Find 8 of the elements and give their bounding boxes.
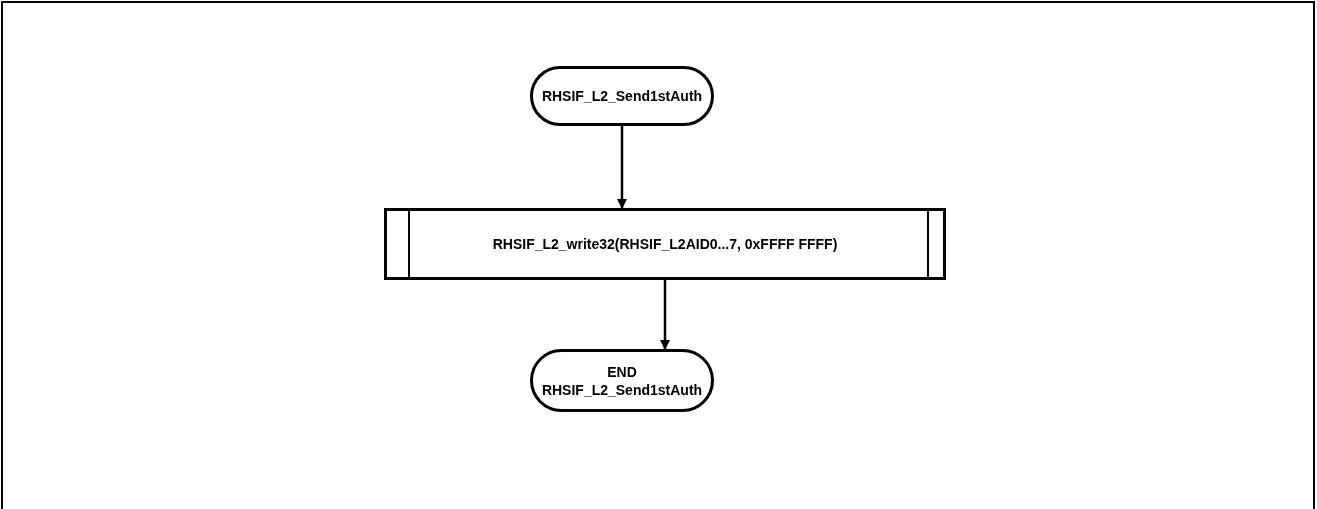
node-label: END [607,362,637,381]
node-label: RHSIF_L2_write32(RHSIF_L2AID0...7, 0xFFFF FFFF) [492,235,838,253]
terminal-node [530,66,714,126]
node-label: RHSIF_L2_Send1stAuth [541,380,703,399]
node-label: RHSIF_L2_Send1stAuth [541,87,703,105]
arrow [617,126,627,209]
subroutine-box [384,208,946,280]
arrow [660,280,670,350]
